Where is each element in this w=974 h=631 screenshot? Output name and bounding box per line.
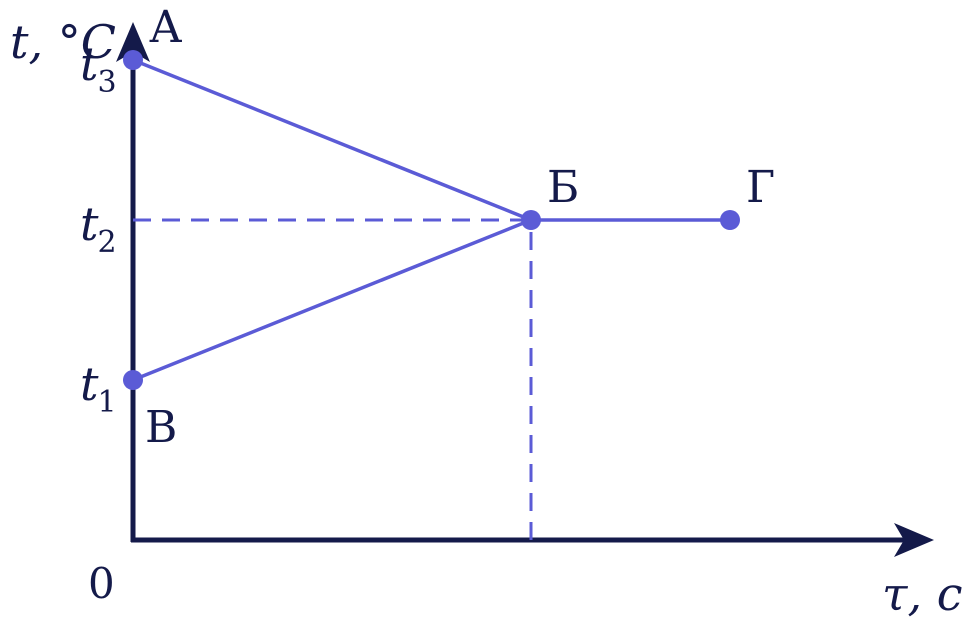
y-tick-subscript-t3: 3 <box>98 65 117 100</box>
y-tick-subscript-t1: 1 <box>98 385 117 420</box>
y-tick-subscript-t2: 2 <box>98 225 117 260</box>
point-a <box>123 50 143 70</box>
segment-a-b <box>132 58 532 222</box>
point-label-b: Б <box>547 162 579 213</box>
guide-lines <box>133 218 533 540</box>
point-label-g: Г <box>746 162 775 213</box>
point-v <box>123 370 143 390</box>
segment-v-b <box>132 218 532 382</box>
y-tick-base-t2: t <box>80 197 99 251</box>
y-tick-label-t2: t2 <box>80 197 117 260</box>
point-label-v: В <box>145 402 177 453</box>
axes <box>116 22 934 557</box>
y-tick-label-t1: t1 <box>80 357 117 420</box>
y-axis-label: t, °C <box>10 15 116 69</box>
x-axis-label: τ, с <box>882 567 962 621</box>
point-g <box>720 210 740 230</box>
point-b <box>521 210 541 230</box>
y-tick-base-t1: t <box>80 357 99 411</box>
point-label-a: А <box>149 2 182 53</box>
series-segments <box>132 58 730 382</box>
data-points <box>123 50 740 390</box>
x-axis-arrowhead <box>894 523 934 557</box>
origin-label: 0 <box>88 559 115 608</box>
y-tick-label-t3: t3 <box>80 37 117 100</box>
point-labels: А Б В Г <box>145 2 775 453</box>
y-tick-base-t3: t <box>80 37 99 91</box>
y-axis-arrowhead <box>116 22 150 62</box>
